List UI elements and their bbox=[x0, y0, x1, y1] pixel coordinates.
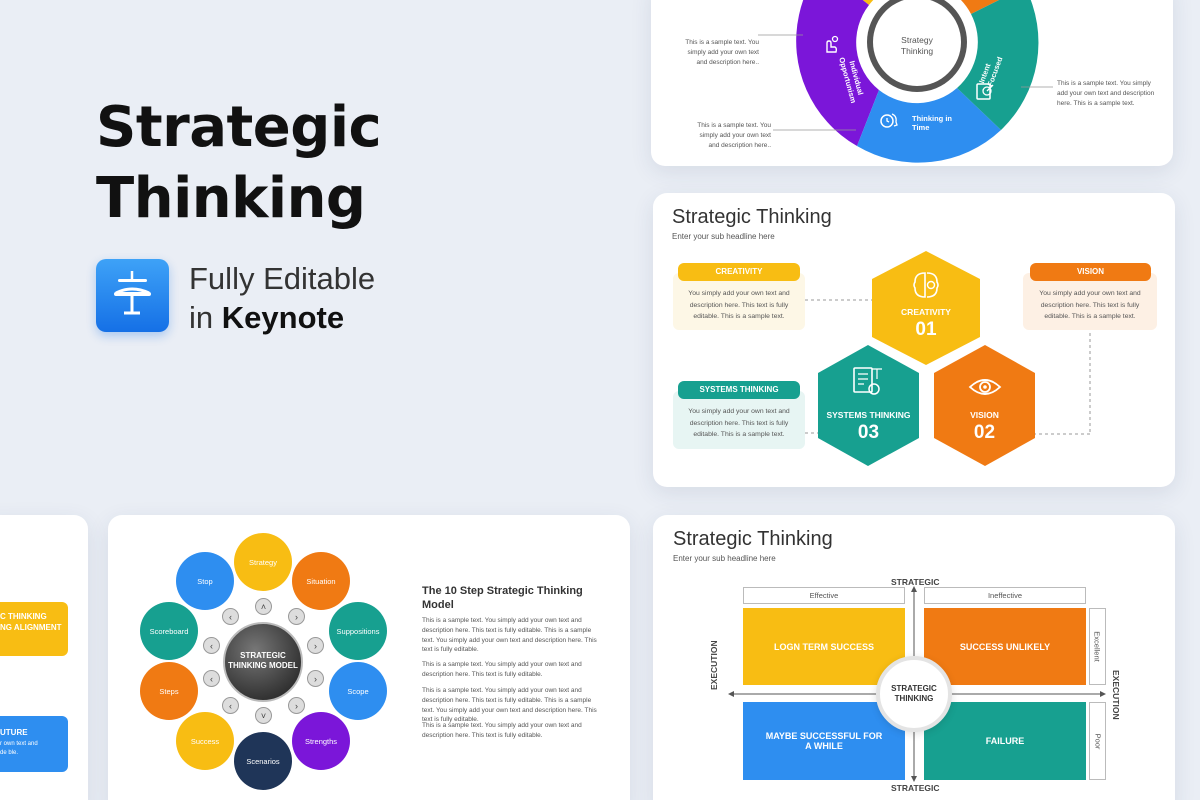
partial-box-future: UTURE r own text and de ble. bbox=[0, 716, 68, 772]
slide-partial-left: C THINKING NG ALIGNMENT UTURE r own text… bbox=[0, 515, 88, 800]
wheel-center-label: Strategy Thinking bbox=[900, 35, 934, 57]
model-center-label: STRATEGIC THINKING MODEL bbox=[228, 651, 298, 671]
arrow-icon: ‹ bbox=[222, 608, 239, 625]
bubble-steps: Steps bbox=[140, 662, 198, 720]
arrow-icon: ˅ bbox=[255, 707, 272, 724]
document-gear-icon bbox=[853, 367, 882, 395]
arrow-icon: ‹ bbox=[222, 697, 239, 714]
slide-title: Strategic Thinking bbox=[672, 206, 832, 228]
wheel-label-thinking-in-time: Thinking in Time bbox=[912, 114, 952, 132]
box-vision-body: You simply add your own text and descrip… bbox=[1023, 273, 1157, 330]
model-center-circle bbox=[223, 622, 303, 702]
badge-line-2: in Keynote bbox=[189, 298, 375, 337]
box-vision-title: VISION bbox=[1030, 263, 1151, 281]
row-tag-excellent-text: Excellent bbox=[1093, 631, 1102, 662]
badge-line-1: Fully Editable bbox=[189, 261, 376, 296]
wheel-note-1: This is a sample text. You simply add yo… bbox=[685, 39, 759, 66]
badge-in: in bbox=[189, 300, 214, 336]
hex-number-creativity: 01 bbox=[915, 319, 937, 340]
matrix-center-label: STRATEGIC THINKING bbox=[891, 683, 937, 703]
eye-icon bbox=[968, 379, 1002, 395]
connector-lines bbox=[805, 251, 1091, 466]
box-systems-title: SYSTEMS THINKING bbox=[678, 381, 800, 399]
arrow-icon: › bbox=[307, 670, 324, 687]
bubble-stop: Stop bbox=[176, 552, 234, 610]
keynote-badge-text: Fully Editable in Keynote bbox=[189, 259, 375, 338]
slide-matrix: Strategic Thinking Enter your sub headli… bbox=[653, 515, 1175, 800]
hex-label-creativity: CREATIVITY bbox=[901, 307, 951, 317]
slide-subtitle: Enter your sub headline here bbox=[673, 554, 776, 563]
hero-title-line-1: Strategic bbox=[96, 95, 382, 160]
hand-touch-icon bbox=[826, 35, 839, 53]
arrow-icon: ˄ bbox=[255, 598, 272, 615]
hex-label-systems-thinking: SYSTEMS THINKING bbox=[826, 410, 911, 420]
hero-title-line-2: Thinking bbox=[96, 166, 366, 232]
wheel-segment-opportunism bbox=[796, 0, 879, 146]
clock-person-icon bbox=[880, 113, 898, 128]
hex-label-vision: VISION bbox=[970, 410, 999, 420]
bubble-strengths: Strengths bbox=[292, 712, 350, 770]
badge-app-name: Keynote bbox=[221, 300, 345, 336]
column-tag-ineffective: Ineffective bbox=[924, 587, 1086, 604]
model-paragraph-3: This is a sample text. You simply add yo… bbox=[422, 687, 597, 724]
slide-ten-step-model: STRATEGIC THINKING MODEL Strategy Situat… bbox=[108, 515, 630, 800]
partial-box-future-title: UTURE bbox=[0, 728, 28, 737]
wheel-note-3: This is a sample text. You simply add yo… bbox=[1057, 80, 1155, 107]
arrow-icon: ‹ bbox=[203, 637, 220, 654]
hex-systems-thinking bbox=[818, 345, 919, 466]
bubble-success: Success bbox=[176, 712, 234, 770]
quadrant-long-term-success: LOGN TERM SUCCESS bbox=[743, 608, 905, 685]
model-paragraph-1: This is a sample text. You simply add yo… bbox=[422, 617, 597, 654]
arrow-icon: ‹ bbox=[203, 670, 220, 687]
bubble-strategy: Strategy bbox=[234, 533, 292, 591]
brain-gear-icon bbox=[913, 272, 939, 298]
partial-box-future-body: r own text and de ble. bbox=[0, 741, 38, 756]
partial-box-line-1: C THINKING bbox=[0, 612, 47, 621]
keynote-app-icon bbox=[96, 259, 169, 332]
bubble-suppositions: Suppositions bbox=[329, 602, 387, 660]
hex-number-systems-thinking: 03 bbox=[857, 422, 880, 443]
wheel-segment-top-right bbox=[960, 0, 999, 14]
slide-wheel: Strategy Thinking Individual Opportunism… bbox=[651, 0, 1173, 166]
matrix-center-circle: STRATEGIC THINKING bbox=[876, 656, 952, 732]
quadrant-failure: FAILURE bbox=[924, 702, 1086, 780]
model-paragraph-4: This is a sample text. You simply add yo… bbox=[422, 722, 582, 739]
box-systems-body: You simply add your own text and descrip… bbox=[673, 391, 805, 449]
bubble-scope: Scope bbox=[329, 662, 387, 720]
hex-vision bbox=[934, 345, 1035, 466]
axis-label-top: STRATEGIC bbox=[891, 577, 940, 587]
box-creativity-body: You simply add your own text and descrip… bbox=[673, 273, 805, 330]
slide-subtitle: Enter your sub headline here bbox=[672, 232, 775, 241]
wheel-segment-top-left bbox=[862, 0, 874, 5]
partial-box-alignment: C THINKING NG ALIGNMENT bbox=[0, 602, 68, 656]
column-tag-effective: Effective bbox=[743, 587, 905, 604]
model-paragraph-2: This is a sample text. You simply add yo… bbox=[422, 661, 582, 678]
target-checklist-icon bbox=[976, 83, 994, 100]
axis-label-bottom: STRATEGIC bbox=[891, 783, 940, 793]
wheel-segment-thinking-in-time bbox=[857, 88, 1001, 163]
bubble-scoreboard: Scoreboard bbox=[140, 602, 198, 660]
box-creativity-title: CREATIVITY bbox=[678, 263, 800, 281]
row-tag-poor-text: Poor bbox=[1093, 733, 1102, 749]
wheel-note-2: This is a sample text. You simply add yo… bbox=[697, 122, 771, 149]
slide-title: Strategic Thinking bbox=[673, 528, 833, 550]
model-heading: The 10 Step Strategic Thinking Model bbox=[422, 585, 583, 612]
quadrant-maybe-successful: MAYBE SUCCESSFUL FOR A WHILE bbox=[743, 702, 905, 780]
quadrant-success-unlikely: SUCCESS UNLIKELY bbox=[924, 608, 1086, 685]
bubble-situation: Situation bbox=[292, 552, 350, 610]
partial-box-line-2: NG ALIGNMENT bbox=[0, 623, 62, 633]
arrow-icon: › bbox=[288, 697, 305, 714]
slide-hexagons: Strategic Thinking Enter your sub headli… bbox=[653, 193, 1175, 487]
arrow-icon: › bbox=[288, 608, 305, 625]
arrow-icon: › bbox=[307, 637, 324, 654]
hex-creativity bbox=[872, 251, 980, 365]
hex-number-vision: 02 bbox=[973, 422, 996, 443]
row-tag-excellent: Excellent bbox=[1089, 608, 1106, 685]
row-tag-poor: Poor bbox=[1089, 702, 1106, 780]
hero-title: Strategic Thinking bbox=[96, 92, 382, 234]
bubble-scenarios: Scenarios bbox=[234, 732, 292, 790]
